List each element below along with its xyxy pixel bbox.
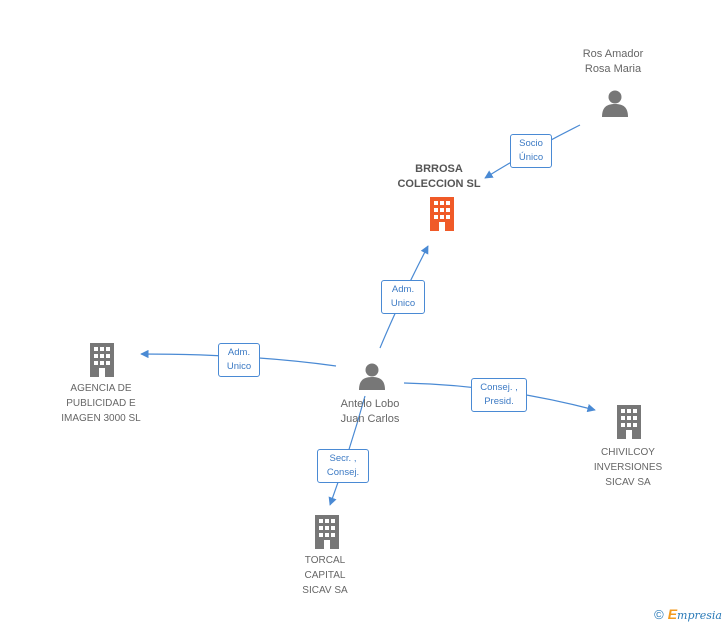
node-name-line: CAPITAL [304, 570, 346, 581]
node-name-line: IMAGEN 3000 SL [61, 413, 141, 424]
node-name-line: TORCAL [304, 555, 346, 566]
node-name-line: Antelo Lobo [340, 398, 400, 410]
building-icon[interactable] [617, 405, 641, 439]
brand-logo-text: mpresia [677, 609, 722, 622]
edge-label-secr-consej[interactable]: Secr. , Consej. [317, 449, 369, 483]
brand-logo-initial: E [667, 606, 678, 622]
person-icon[interactable] [359, 363, 385, 391]
copyright-icon: © [654, 607, 664, 622]
footer-brand: ©Empresia [654, 606, 722, 622]
edge-label-line: Presid. [484, 396, 514, 407]
node-label-antelo[interactable]: Antelo Lobo Juan Carlos [318, 397, 422, 427]
node-label-brrosa[interactable]: BRROSA COLECCION SL [384, 162, 494, 192]
edge-label-adm-unico-agencia[interactable]: Adm. Unico [218, 343, 260, 377]
edge-label-line: Socio [519, 138, 543, 149]
node-name-line: PUBLICIDAD E [66, 398, 136, 409]
edge-label-line: Secr. , [329, 453, 357, 464]
node-name-line: SICAV SA [605, 477, 651, 488]
edge-label-adm-unico-brrosa[interactable]: Adm. Unico [381, 280, 425, 314]
person-icon[interactable] [602, 90, 628, 118]
node-name-line: Rosa Maria [584, 63, 642, 75]
node-name-line: COLECCION SL [397, 178, 481, 190]
node-name-line: BRROSA [415, 163, 463, 175]
edge-label-line: Consej. , [480, 382, 518, 393]
edge-label-line: Unico [390, 298, 416, 309]
edge-label-socio-unico[interactable]: Socio Único [510, 134, 552, 168]
node-name-line: SICAV SA [302, 585, 348, 596]
edge-label-line: Consej. [326, 467, 360, 478]
edge-label-line: Adm. [227, 347, 251, 358]
node-label-chivilcoy[interactable]: CHIVILCOY INVERSIONES SICAV SA [578, 445, 678, 490]
building-icon[interactable] [430, 197, 454, 231]
node-name-line: CHIVILCOY [601, 447, 655, 458]
node-name-line: Juan Carlos [340, 413, 400, 425]
node-name-line: AGENCIA DE [70, 383, 132, 394]
edge-label-consej-presid[interactable]: Consej. , Presid. [471, 378, 527, 412]
edge-label-line: Adm. [391, 284, 415, 295]
building-icon[interactable] [90, 343, 114, 377]
node-name-line: INVERSIONES [593, 462, 663, 473]
building-icon[interactable] [315, 515, 339, 549]
node-name-line: Ros Amador [582, 48, 644, 60]
node-label-agencia[interactable]: AGENCIA DE PUBLICIDAD E IMAGEN 3000 SL [44, 381, 158, 426]
edge-label-line: Único [518, 152, 544, 163]
edge-label-line: Unico [226, 361, 252, 372]
node-label-torcal[interactable]: TORCAL CAPITAL SICAV SA [278, 553, 372, 598]
node-label-ros-amador[interactable]: Ros Amador Rosa Maria [560, 47, 666, 77]
